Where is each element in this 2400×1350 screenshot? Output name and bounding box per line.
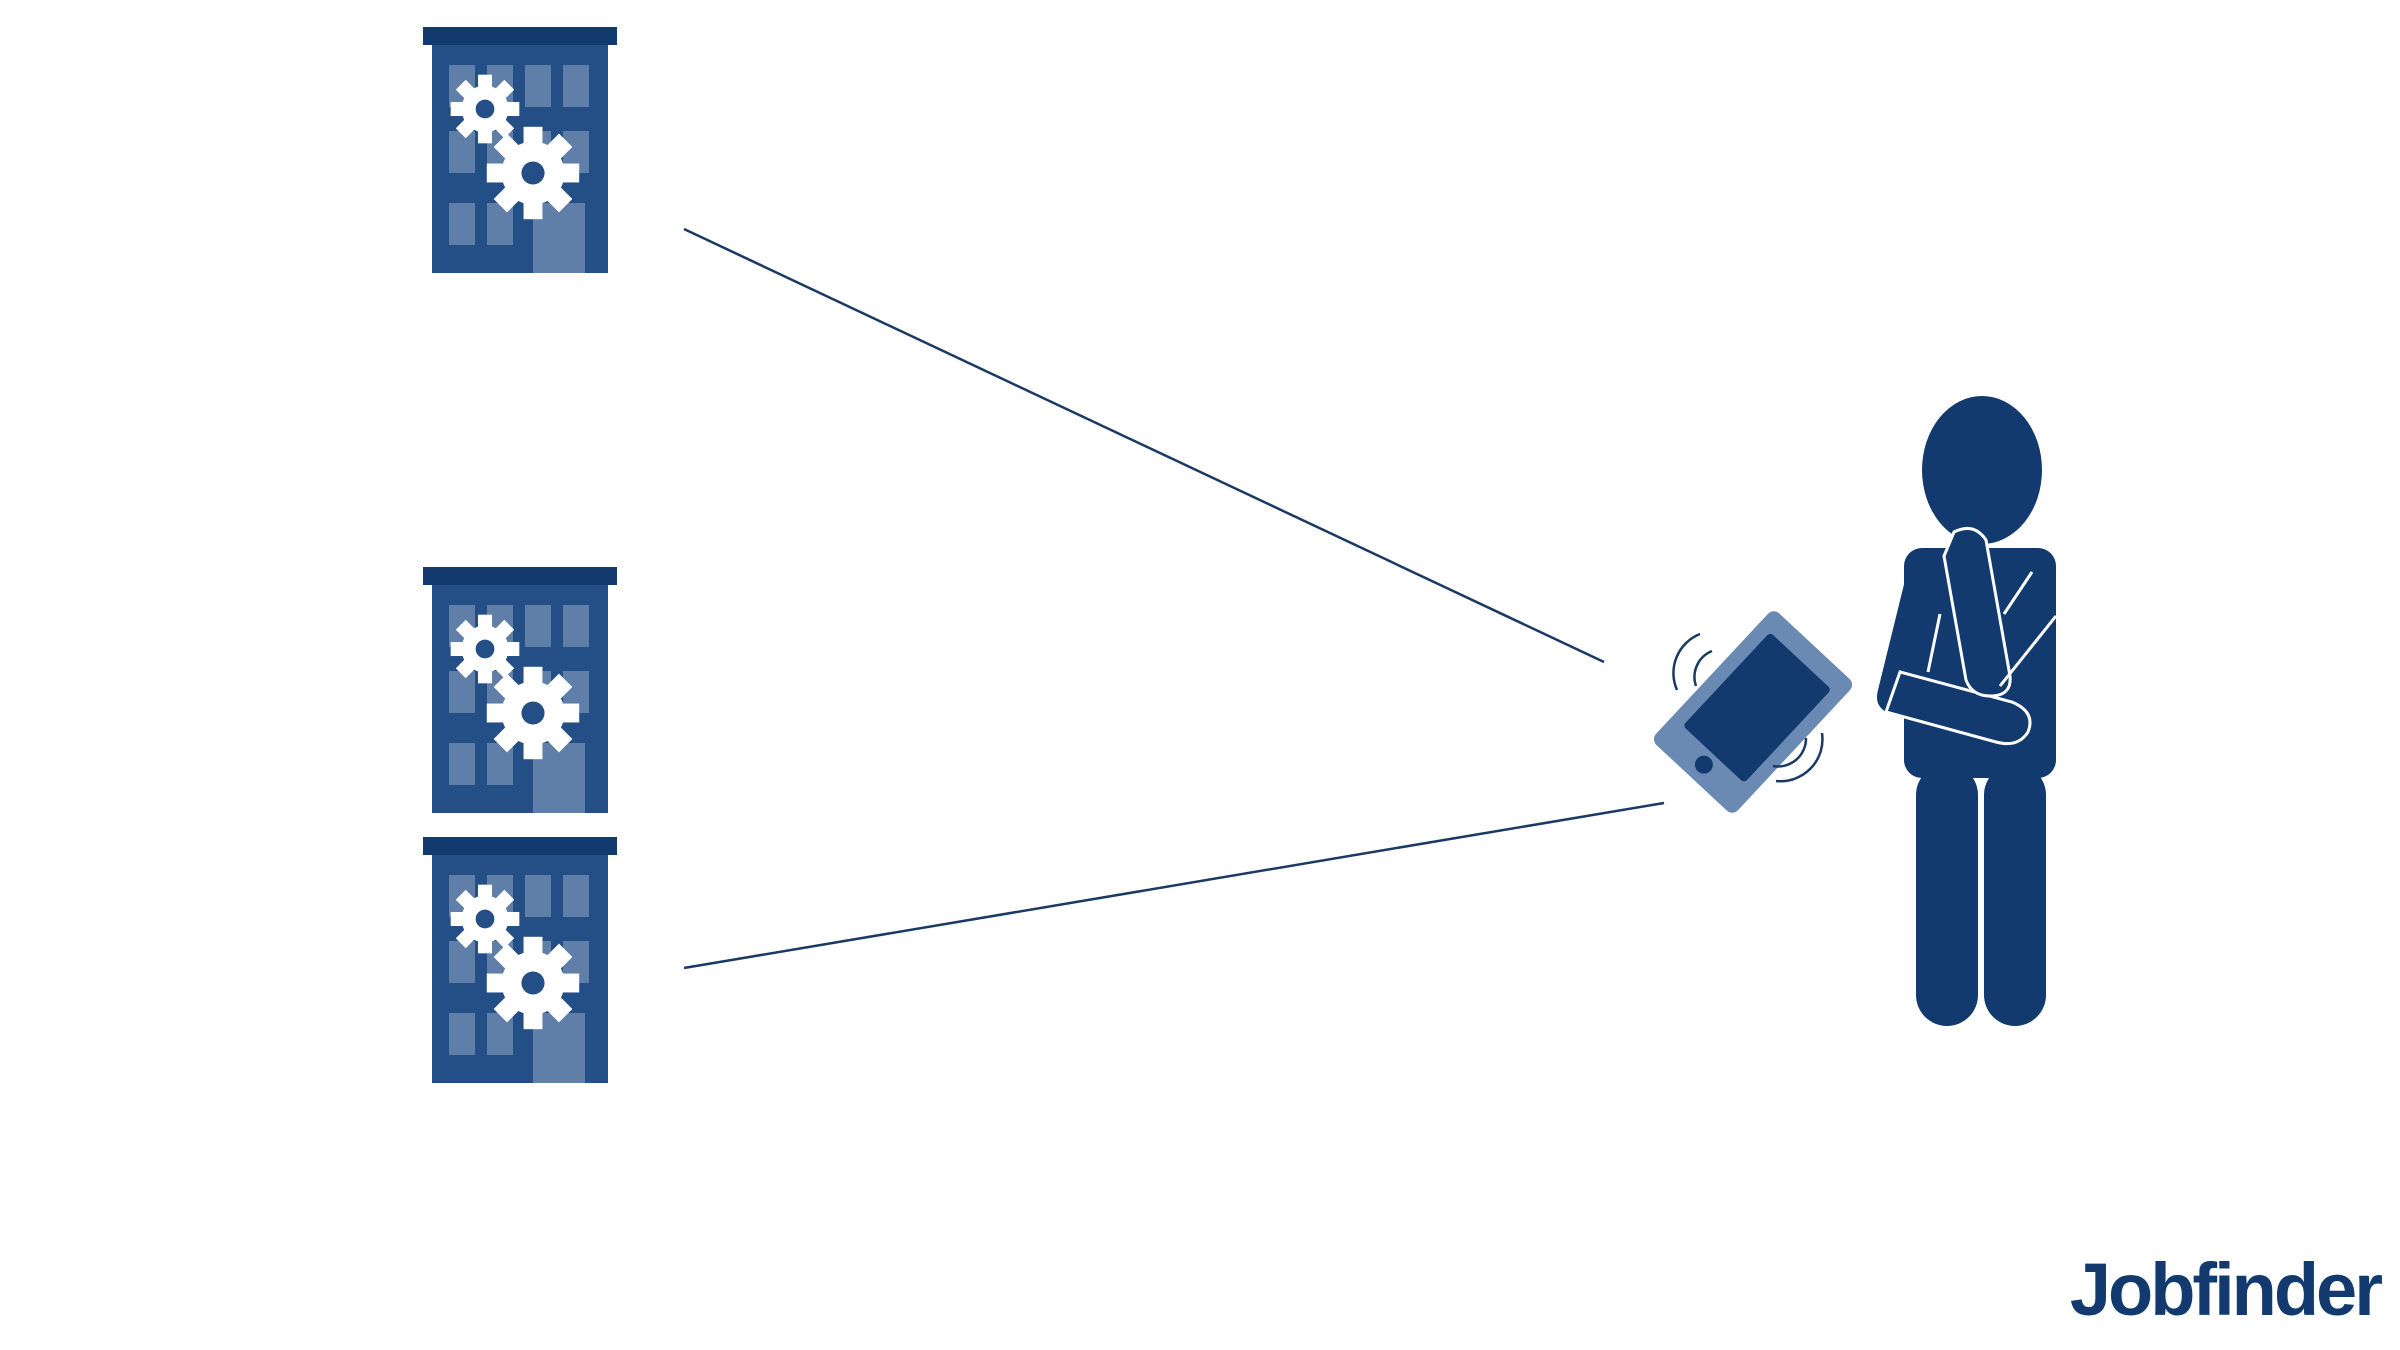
jobfinder-logo: Jobfinder [2069, 1248, 2383, 1331]
thinking-person-icon [1876, 396, 2058, 1026]
connector-line-top [683, 227, 1605, 664]
office-building-icon-middle [423, 567, 617, 813]
office-building-icon-bottom [423, 837, 617, 1083]
office-building-icon-top [423, 27, 617, 273]
vibrating-phone-icon [1653, 611, 1853, 813]
vibration-waves-icon [1672, 632, 1824, 783]
connector-line-bottom [683, 801, 1665, 970]
